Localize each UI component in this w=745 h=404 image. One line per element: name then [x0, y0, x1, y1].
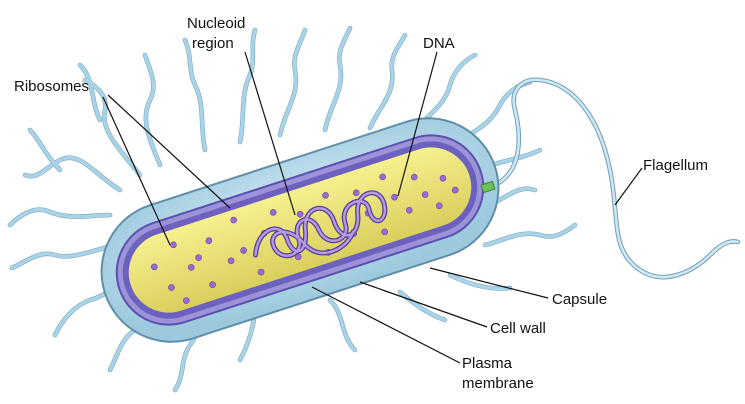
flagellum: [492, 77, 741, 280]
leader-capsule: [429, 267, 549, 299]
label-ribosomes: Ribosomes: [14, 78, 89, 95]
leader-ribosomes-b: [102, 96, 171, 246]
flagellum-base: [480, 180, 496, 194]
label-capsule: Capsule: [552, 291, 607, 308]
cytoplasm: [128, 147, 472, 313]
leader-plasma-membrane: [311, 286, 461, 364]
label-plasma-line2: membrane: [462, 375, 534, 392]
leader-dna: [397, 51, 438, 197]
leader-flagellum: [614, 167, 643, 206]
cell-body: [100, 117, 500, 343]
label-nucleoid-line2: region: [192, 35, 234, 52]
leader-nucleoid: [244, 51, 296, 216]
labels: Nucleoid region DNA Ribosomes Flagellum …: [14, 15, 708, 392]
leader-ribosomes-a: [107, 94, 231, 209]
label-cell-wall: Cell wall: [490, 320, 546, 337]
label-plasma-line1: Plasma: [462, 355, 513, 372]
leader-cell-wall: [359, 281, 488, 328]
label-dna: DNA: [423, 35, 455, 52]
leader-lines: [102, 51, 643, 364]
dna-strand: [253, 190, 388, 259]
label-nucleoid-line1: Nucleoid: [187, 15, 245, 32]
label-flagellum: Flagellum: [643, 157, 708, 174]
